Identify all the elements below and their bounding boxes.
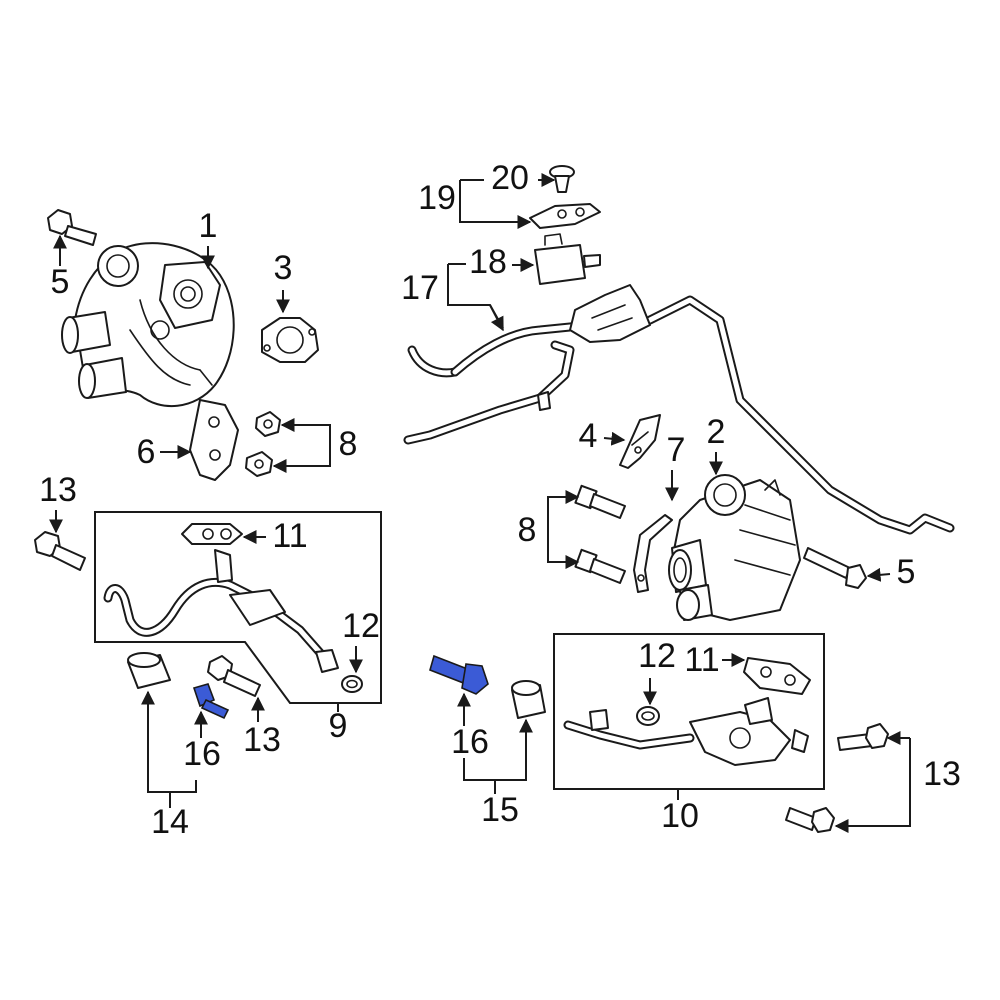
callout-16-right: 16 (451, 723, 489, 761)
callout-11-right: 11 (684, 641, 719, 679)
kit-10-box (553, 633, 825, 790)
callout-4: 4 (579, 417, 598, 455)
bolt-13-left[interactable] (34, 531, 86, 571)
callout-11-left: 11 (272, 517, 307, 555)
oil-return-line-10[interactable] (563, 697, 809, 766)
stud-8-upper[interactable] (574, 484, 626, 519)
bracket-6[interactable] (189, 399, 239, 481)
bolt-13-mid[interactable] (207, 655, 261, 697)
callout-20: 20 (491, 159, 529, 197)
callout-2: 2 (707, 413, 726, 451)
o-ring-12-right[interactable] (636, 706, 660, 726)
leader-lines (49, 173, 911, 833)
bolt-16-left-highlighted[interactable] (192, 683, 230, 720)
bracket-19[interactable] (529, 203, 601, 229)
gasket-11-left[interactable] (181, 523, 243, 545)
callout-3: 3 (274, 249, 293, 287)
nut-8-upper[interactable] (255, 411, 281, 437)
turbocharger-left[interactable] (61, 242, 235, 408)
callout-10: 10 (661, 797, 699, 835)
callout-5-right: 5 (897, 553, 916, 591)
callout-15: 15 (481, 791, 519, 829)
o-ring-12-left[interactable] (341, 675, 363, 693)
bolt-5-left[interactable] (47, 209, 97, 246)
bolt-16-right-highlighted[interactable] (429, 654, 489, 695)
callout-8-left: 8 (518, 511, 537, 549)
callout-13-mid: 13 (243, 721, 281, 759)
kit-9-box (94, 511, 382, 704)
callout-9: 9 (329, 707, 348, 745)
stud-8-lower[interactable] (574, 548, 626, 584)
callout-12-left: 12 (342, 607, 380, 645)
callout-16-left: 16 (183, 735, 221, 773)
nut-8-lower[interactable] (245, 451, 273, 477)
callout-18: 18 (469, 243, 507, 281)
callout-12-right: 12 (638, 637, 676, 675)
bolt-5-right[interactable] (803, 547, 867, 589)
callout-13-top: 13 (39, 471, 77, 509)
heat-shield-7[interactable] (633, 514, 673, 593)
turbocharger-right[interactable] (668, 474, 801, 621)
callout-14: 14 (151, 803, 189, 841)
gasket-3[interactable] (261, 317, 319, 363)
callout-13-right: 13 (923, 755, 961, 793)
callout-8-right: 8 (339, 425, 358, 463)
bolt-13-right-upper[interactable] (837, 723, 889, 751)
callout-19: 19 (418, 179, 456, 217)
clip-20[interactable] (549, 165, 575, 193)
hose-assembly-17[interactable] (403, 284, 955, 535)
callout-6: 6 (137, 433, 156, 471)
oil-feed-line-9[interactable] (103, 549, 339, 673)
callout-17: 17 (401, 269, 439, 307)
solenoid-18[interactable] (534, 233, 601, 285)
bushing-15[interactable] (511, 680, 546, 719)
callout-7: 7 (667, 431, 686, 469)
heat-shield-4[interactable] (619, 414, 661, 469)
bolt-13-right-lower[interactable] (785, 807, 835, 833)
callout-1: 1 (199, 207, 218, 245)
bushing-14[interactable] (127, 652, 171, 689)
callout-5-left: 5 (51, 263, 70, 301)
gasket-11-right[interactable] (743, 657, 811, 695)
